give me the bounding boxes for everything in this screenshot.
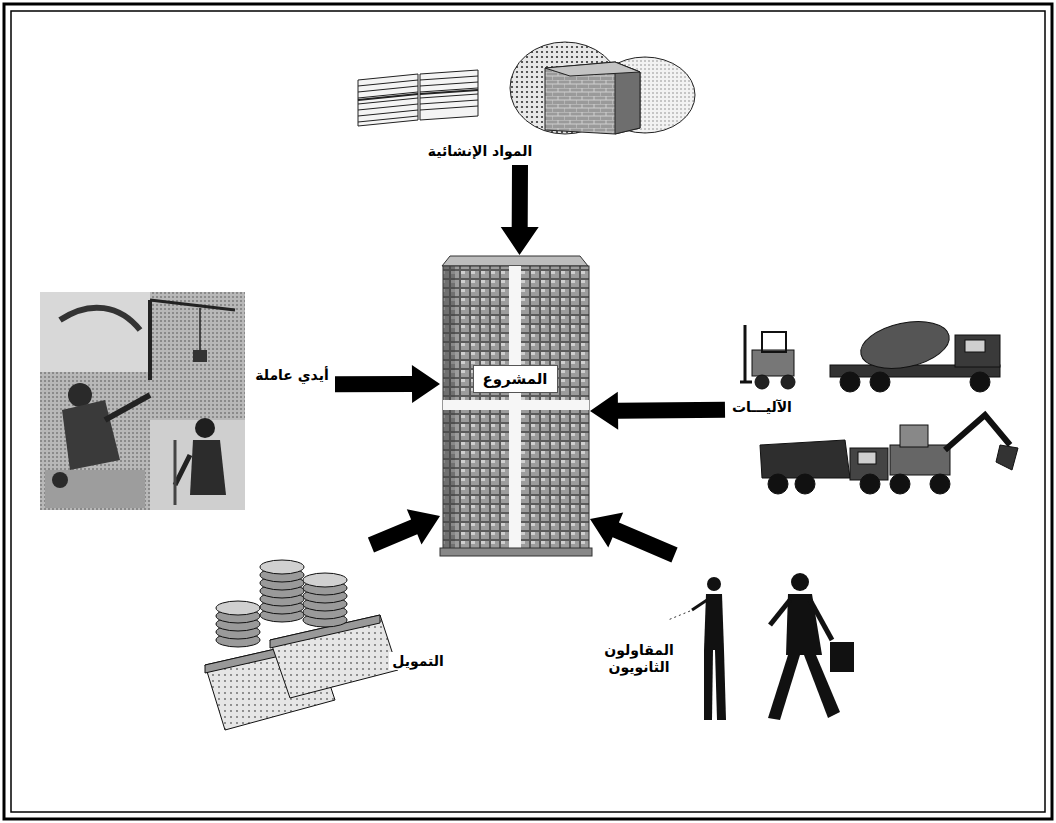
resource-node: المقاولون الثانويون [595, 555, 860, 735]
resource-node: المواد الإنشائية [350, 35, 690, 165]
block-arrow [501, 165, 539, 255]
block-arrow [335, 365, 440, 403]
labour-picture [40, 292, 245, 510]
resource-label: التمويل [389, 652, 447, 671]
resource-node: التمويل [195, 545, 450, 740]
block-arrow [590, 392, 725, 430]
resource-label: الآليـــات [729, 398, 795, 417]
materials-picture [358, 42, 695, 134]
resource-label: المقاولون الثانويون [597, 641, 681, 677]
arrow-shape [335, 365, 440, 403]
block-arrow [368, 509, 440, 552]
arrow-shape [590, 513, 678, 563]
money-picture [205, 560, 398, 730]
resource-label: المواد الإنشائية [425, 142, 536, 161]
resource-node: أيدي عاملة [38, 288, 335, 512]
project-label: المشروع [473, 365, 558, 393]
arrow-shape [501, 165, 539, 255]
building-picture [440, 256, 592, 556]
project-node: المشروع [440, 255, 590, 555]
block-arrow [590, 513, 678, 563]
subcontractors-picture [668, 573, 854, 720]
resource-label: أيدي عاملة [252, 366, 332, 385]
frame [4, 4, 1052, 819]
resource-node: الآليـــات [725, 318, 1020, 498]
arrow-shape [368, 509, 440, 552]
arrow-shape [590, 392, 725, 430]
